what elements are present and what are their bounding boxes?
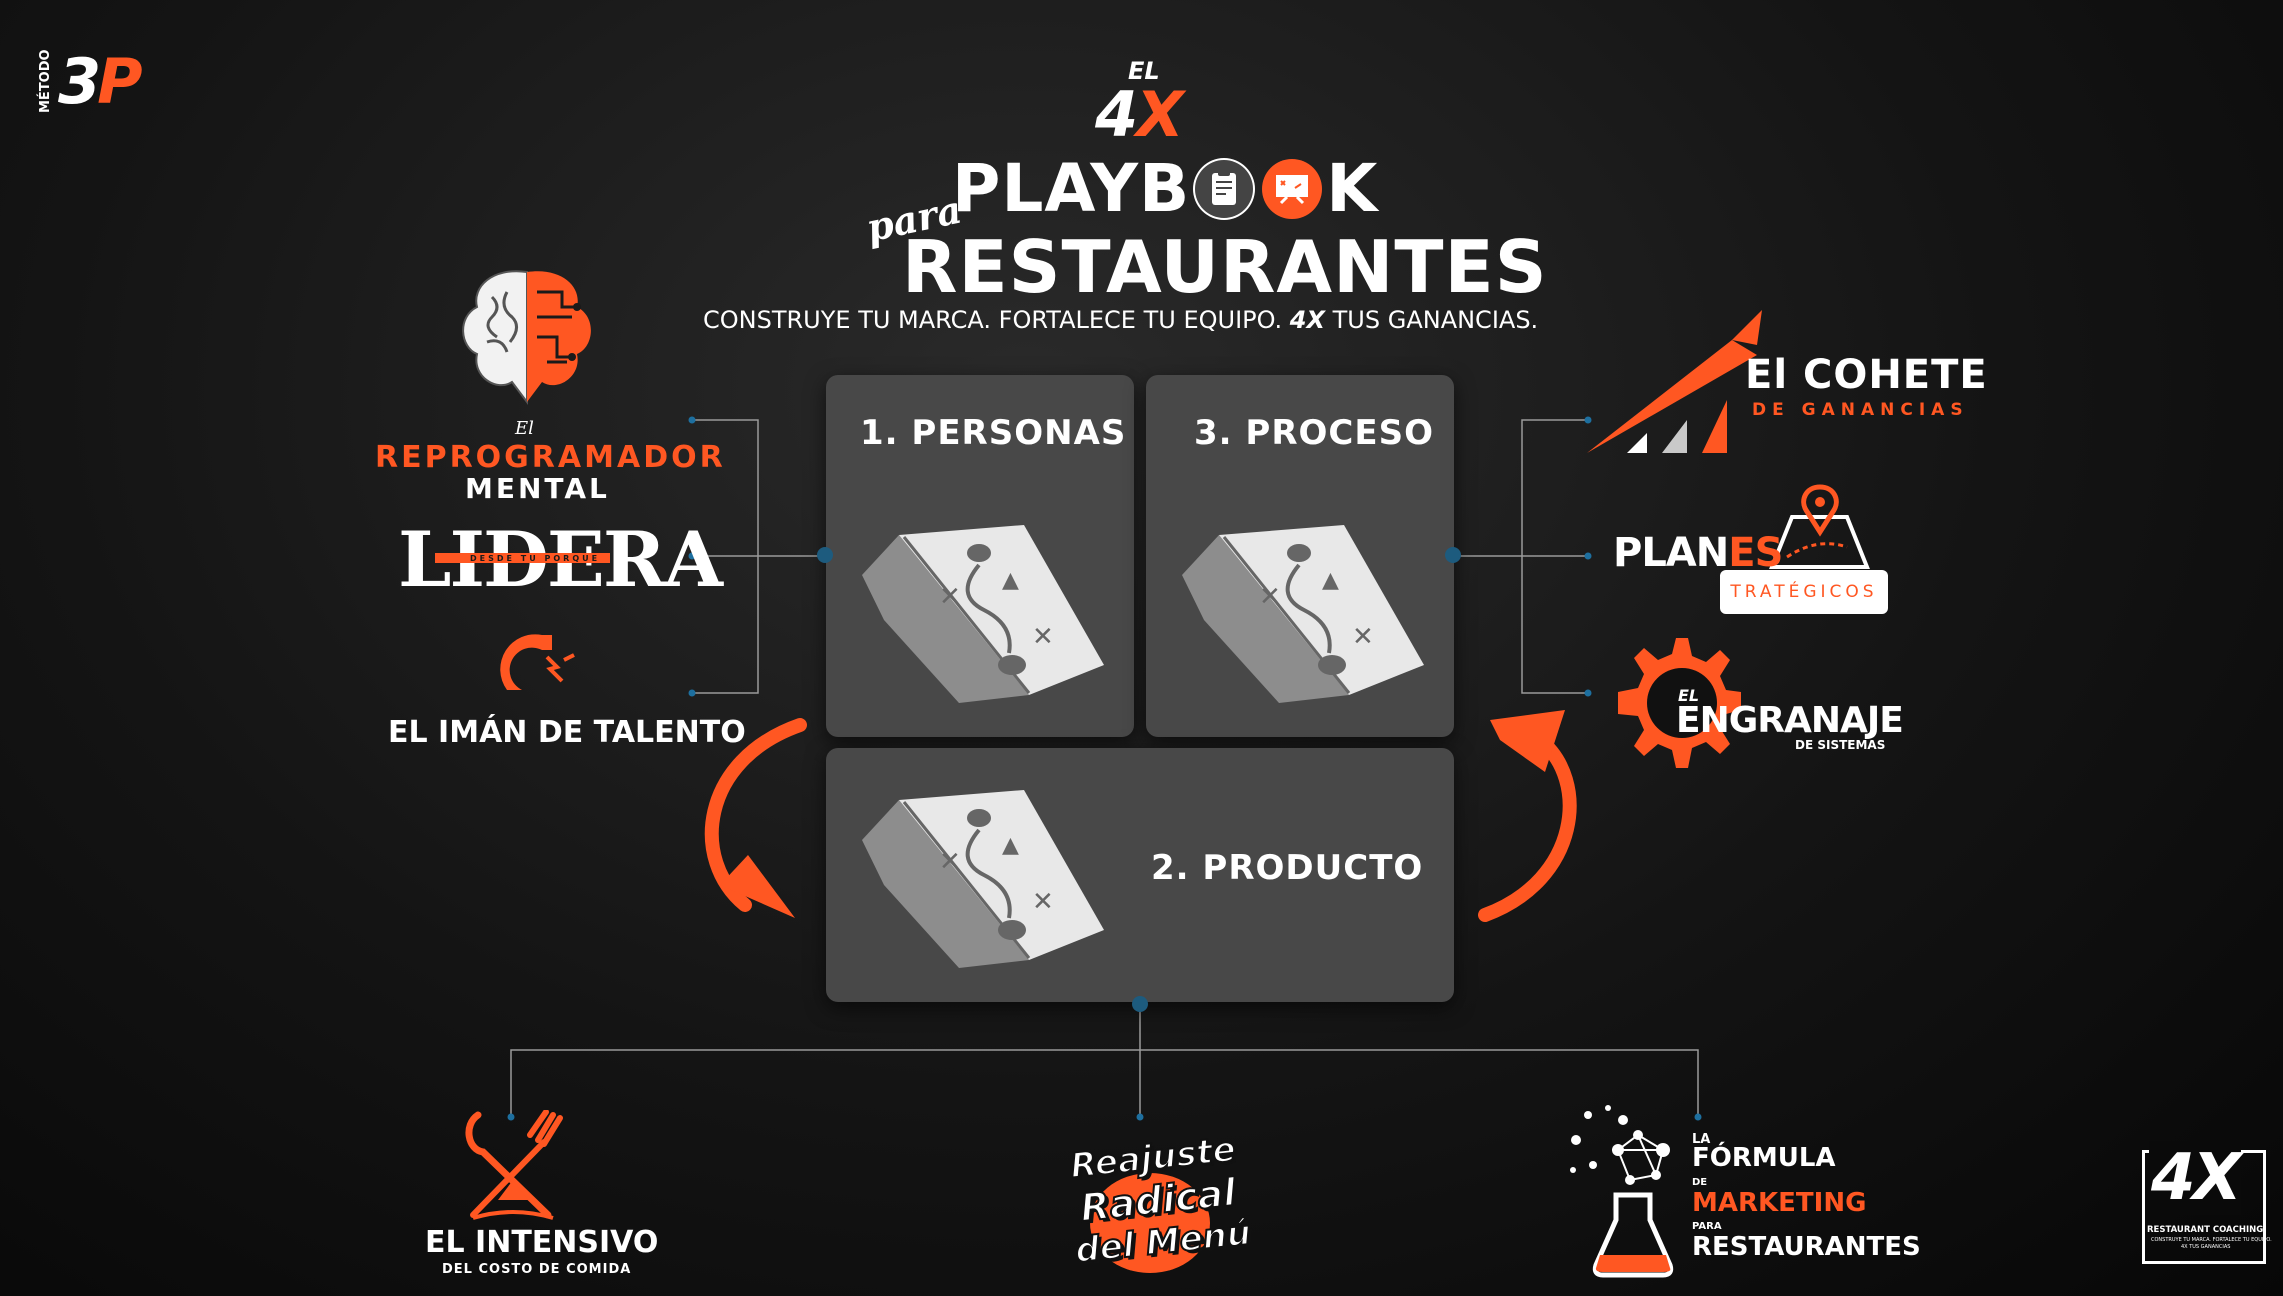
lidera-tagline: DESDE TU PORQUE [470,554,601,563]
engranaje-subtitle: DE SISTEMAS [1795,738,1886,752]
metodo-3p-logo: MÉTODO 3P [38,45,158,118]
title-x: X [1136,78,1184,151]
formula-para: PARA [1692,1221,1722,1232]
pillar-personas-title: 1. PERSONAS [860,413,1127,453]
restaurant-coaching-logo: 4X RESTAURANT COACHING CONSTRUYE TU MARC… [2142,1141,2272,1264]
subtitle: CONSTRUYE TU MARCA. FORTALECE TU EQUIPO.… [703,306,1538,334]
svg-text:▲: ▲ [1002,568,1019,593]
planes-white: PLAN [1613,530,1729,576]
planes-subtitle: TRATÉGICOS [1720,570,1888,614]
footer-logo-line2: CONSTRUYE TU MARCA. FORTALECE TU EQUIPO. [2151,1237,2272,1243]
cycle-arrow-left [704,718,807,918]
magnet-icon [500,634,575,690]
flask-network-icon [1570,1105,1674,1278]
formula-title[interactable]: FÓRMULA [1692,1143,1836,1173]
reajuste-logo[interactable]: Reajuste Radical del Menú [1067,1128,1254,1278]
reprogramador-logo[interactable] [452,262,602,416]
footer-logo-line3: 4X TUS GANANCIAS [2181,1244,2231,1250]
subtitle-bold: 4X [1289,306,1325,334]
svg-text:✕: ✕ [939,847,961,877]
reajuste-plate [1090,1173,1210,1273]
reprogramador-el: El [515,418,534,439]
svg-text:✕: ✕ [1352,622,1374,652]
fork-spoon-icon [465,1110,563,1220]
title-restaurantes: RESTAURANTES [902,225,1548,309]
pillar-proceso-title: 3. PROCESO [1194,413,1434,453]
clipboard-icon [1193,157,1256,220]
brain-circuit-icon [462,270,591,405]
whiteboard-icon [1261,158,1323,220]
engranaje-title[interactable]: ENGRANAJE [1676,700,1904,741]
svg-text:✕: ✕ [939,582,961,612]
intensivo-subtitle: DEL COSTO DE COMIDA [442,1262,632,1277]
svg-text:✕: ✕ [1259,582,1281,612]
playbook-icon: ✕ ✕ ▲ [862,525,1104,703]
lidera-underline [435,553,610,563]
title-playbook: PLAYB K [952,150,1378,227]
footer-logo-4x: 4X [2149,1141,2242,1215]
iman-title[interactable]: EL IMÁN DE TALENTO [388,715,746,750]
svg-text:▲: ▲ [1322,568,1339,593]
connector-dot-left [817,547,833,563]
logo-3: 3 [58,45,101,118]
logo-p: P [97,45,142,118]
playbook-icon: ✕ ✕ ▲ [1182,525,1424,703]
subtitle-part1: CONSTRUYE TU MARCA. FORTALECE TU EQUIPO. [703,306,1290,334]
map-pin-icon [1769,484,1870,569]
title-4: 4 [1095,78,1138,151]
cohete-title[interactable]: El COHETE [1745,352,1988,398]
planes-title[interactable]: PLANES [1613,530,1783,576]
formula-la: LA [1692,1132,1711,1147]
pillar-producto-title: 2. PRODUCTO [1151,848,1424,888]
playbook-icon: ✕ ✕ ▲ [862,790,1104,968]
formula-marketing: MARKETING [1692,1188,1867,1218]
planes-orange: ES [1728,530,1783,576]
svg-text:✕: ✕ [1032,622,1054,652]
title-playbook-start: PLAYB [952,150,1191,227]
pillar-proceso[interactable]: 3. PROCESO ✕ ✕ ▲ [1146,375,1454,737]
cohete-subtitle: DE GANANCIAS [1752,400,1969,420]
reprogramador-title: REPROGRAMADOR [375,440,726,475]
cycle-arrow-right [1478,710,1577,922]
formula-de: DE [1692,1177,1708,1188]
engranaje-el: EL [1678,686,1700,705]
footer-logo-line1: RESTAURANT COACHING [2147,1225,2264,1235]
pillar-producto[interactable]: ✕ ✕ ▲ 2. PRODUCTO [826,748,1454,1002]
rocket-chart-icon [1587,310,1762,453]
pillar-personas[interactable]: 1. PERSONAS ✕ ✕ ▲ [826,375,1134,737]
title-playbook-end: K [1326,150,1379,227]
title-4x: 4X [1095,78,1184,151]
connector-dot-right [1445,547,1461,563]
formula-restaurantes: RESTAURANTES [1692,1232,1921,1262]
connector-dot-bottom [1132,996,1148,1012]
subtitle-part2: TUS GANANCIAS. [1325,306,1539,334]
svg-text:✕: ✕ [1032,887,1054,917]
logo-big-text: 3P [58,45,143,118]
reprogramador-subtitle: MENTAL [465,472,610,505]
title-el: EL [1128,57,1160,85]
gear-icon [1618,638,1741,768]
svg-text:▲: ▲ [1002,833,1019,858]
intensivo-title[interactable]: EL INTENSIVO [425,1225,659,1260]
connector-small-dots [507,416,1702,1121]
